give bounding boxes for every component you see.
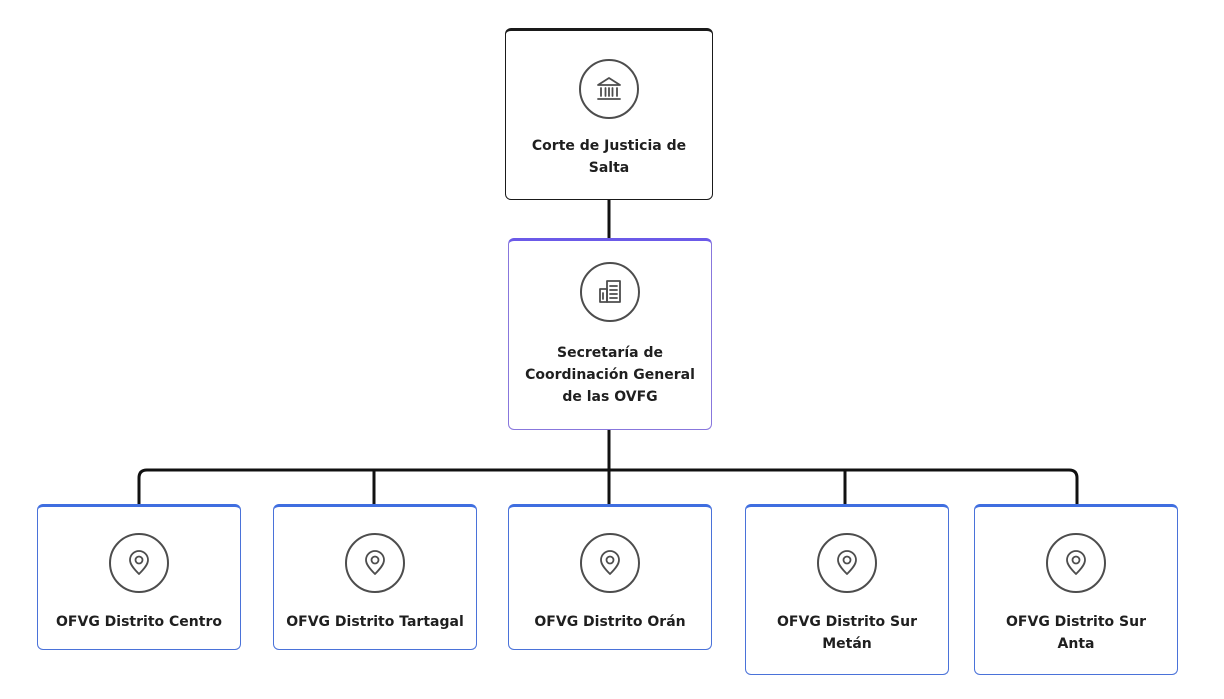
node-corte-de-justicia: Corte de Justicia de Salta [505,28,713,200]
map-pin-icon [580,533,640,593]
node-distrito-sur-anta: OFVG Distrito Sur Anta [974,504,1178,675]
node-distrito-sur-metan: OFVG Distrito Sur Metán [745,504,949,675]
node-label: OFVG Distrito Sur Metán [777,614,917,652]
node-label: OFVG Distrito Centro [56,614,222,630]
node-secretaria-coordinacion: Secretaría de Coordinación General de la… [508,238,712,430]
node-label: OFVG Distrito Tartagal [286,614,464,630]
map-pin-icon [109,533,169,593]
map-pin-icon [1046,533,1106,593]
node-label: Secretaría de Coordinación General de la… [525,345,695,405]
courthouse-icon [579,59,639,119]
node-distrito-centro: OFVG Distrito Centro [37,504,241,650]
node-label: OFVG Distrito Sur Anta [1006,614,1146,652]
map-pin-icon [345,533,405,593]
office-building-icon [580,262,640,322]
node-distrito-oran: OFVG Distrito Orán [508,504,712,650]
node-distrito-tartagal: OFVG Distrito Tartagal [273,504,477,650]
node-label: OFVG Distrito Orán [534,614,686,630]
map-pin-icon [817,533,877,593]
node-label: Corte de Justicia de Salta [531,138,687,176]
